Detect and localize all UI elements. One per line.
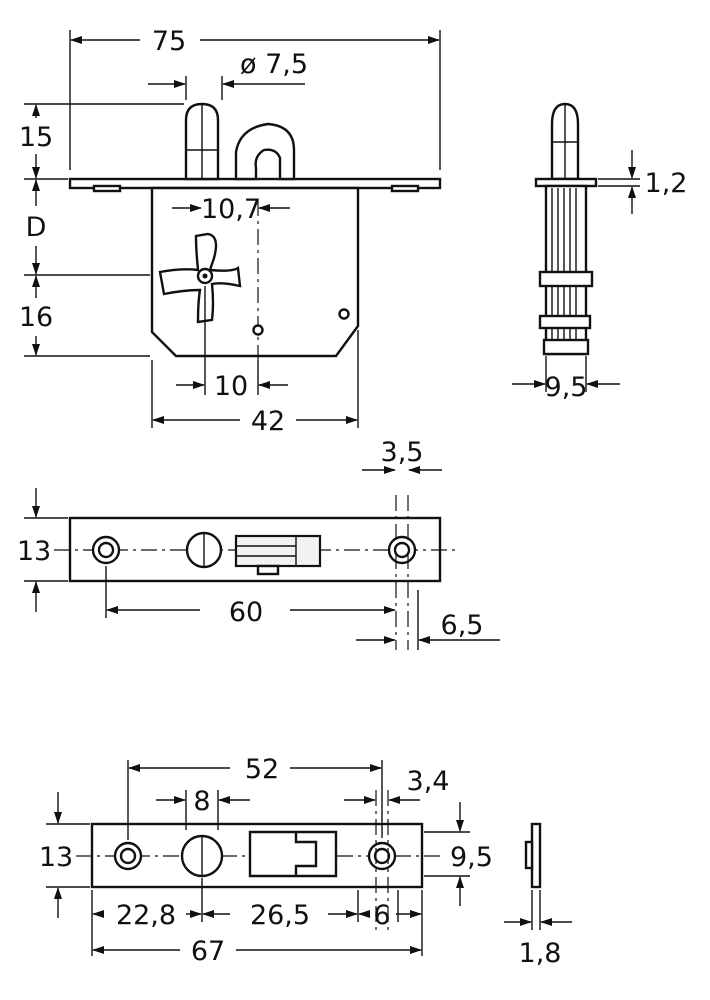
dim-26-5: 26,5	[250, 900, 310, 931]
dim-3-5: 3,5	[381, 437, 424, 468]
side-spindle-block	[538, 270, 594, 288]
screw-hole-2	[338, 308, 350, 320]
faceplate-tab-left	[92, 184, 122, 193]
dim-15: 15	[19, 122, 53, 153]
strike-plate-1: 13 3,5 60 6,5	[17, 437, 500, 650]
lock-side-view: 1,2 9,5	[512, 102, 688, 403]
dim-bolt-diameter: ø 7,5	[240, 49, 308, 80]
screw-hole-1	[252, 324, 264, 336]
dim-16: 16	[19, 302, 53, 333]
dim-1-2: 1,2	[645, 168, 688, 199]
dim-10: 10	[214, 371, 248, 402]
dim-6: 6	[373, 900, 390, 931]
dim-13-b: 13	[39, 842, 73, 873]
dim-9-5-side: 9,5	[545, 372, 588, 403]
dim-13-a: 13	[17, 536, 51, 567]
dim-9-5-right: 9,5	[450, 842, 493, 873]
dim-75: 75	[152, 26, 186, 57]
dim-1-8: 1,8	[519, 938, 562, 969]
dim-52: 52	[245, 754, 279, 785]
latch-plate	[234, 534, 322, 568]
slot-opening	[248, 830, 338, 878]
dim-60: 60	[229, 597, 263, 628]
dim-6-5: 6,5	[441, 610, 484, 641]
lock-front-view: 75 ø 7,5 15 D 16 10,7 10	[19, 26, 442, 437]
dim-67: 67	[191, 936, 225, 967]
faceplate	[68, 177, 442, 190]
strike-plate-2: 52 8 3,4 13 9,5 22,8 26,5	[39, 754, 572, 969]
hook-latch	[234, 122, 296, 181]
dim-3-4: 3,4	[407, 766, 450, 797]
faceplate-tab-right	[390, 184, 420, 193]
dim-D: D	[26, 212, 47, 243]
dim-42: 42	[251, 406, 285, 437]
strike-plate-2-profile	[530, 822, 542, 889]
dim-8: 8	[193, 786, 210, 817]
dim-10-7: 10,7	[201, 194, 261, 225]
dim-22-8: 22,8	[116, 900, 176, 931]
